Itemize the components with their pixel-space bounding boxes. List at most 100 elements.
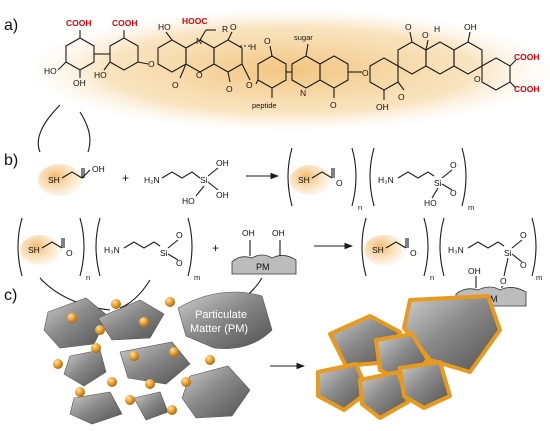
left-o-label: O <box>66 248 73 258</box>
sphere <box>205 355 215 365</box>
cooh-label-4: COOH <box>514 84 540 94</box>
bracket-close-3 <box>79 217 85 277</box>
bracket-close-4 <box>187 217 193 277</box>
pm-oh-2: OH <box>272 228 285 238</box>
sphere <box>181 377 191 387</box>
panel-label-c: c) <box>4 287 17 304</box>
connector-curve-1 <box>37 104 61 153</box>
cooh-label-3: COOH <box>514 52 540 62</box>
connector-curve-4 <box>119 279 151 309</box>
prod-si-label: Si <box>434 178 442 188</box>
prod-o-top: O <box>450 160 457 170</box>
h-label-2: H <box>434 24 440 34</box>
aggregation-illustration: Particulate Matter (PM) <box>39 277 502 425</box>
n-label: N <box>196 36 202 46</box>
ether-o-3: O <box>362 68 369 78</box>
ring-2 <box>109 37 139 71</box>
sub-n-2: n <box>86 273 90 282</box>
silanol-oh1: OH <box>216 158 229 168</box>
sphere <box>165 297 175 307</box>
o-label-6: O <box>422 30 429 40</box>
sphere <box>91 343 101 353</box>
sphere <box>169 347 179 357</box>
coated-particle-6 <box>398 360 452 410</box>
coated-particle-4 <box>316 362 370 412</box>
bracket-close-5 <box>423 217 429 277</box>
ether-o-1: O <box>148 59 155 69</box>
connector-curve-3 <box>39 277 111 311</box>
pm-particle-3 <box>177 291 273 349</box>
sphere <box>107 377 117 387</box>
ketone-o-3: O <box>226 84 233 94</box>
sugar-label: sugar <box>294 33 313 42</box>
sphere <box>75 387 85 397</box>
oh-label-4: HO <box>158 22 171 32</box>
humic-blob-4 <box>364 235 404 265</box>
plus-1: + <box>122 171 129 185</box>
left-o-bot: O <box>176 258 183 268</box>
pm-callout-line2: Matter (PM) <box>190 323 248 335</box>
right-o-label: O <box>410 248 417 258</box>
oh-label-2: OH <box>73 78 86 88</box>
prod-o-bot: O <box>450 188 457 198</box>
ring-12 <box>453 41 483 75</box>
ether-o-2: O <box>246 80 253 90</box>
n-label-2: N <box>300 88 306 98</box>
humic-spheres <box>53 297 215 415</box>
pm-surface-1 <box>231 254 297 275</box>
sub-m-3: m <box>536 273 542 282</box>
ketone-o-6: O <box>398 92 405 102</box>
pm-particle-2 <box>97 299 165 341</box>
sphere <box>145 379 155 389</box>
amine-label: H₂N <box>144 175 160 185</box>
left-n-label: H₃N <box>104 245 120 255</box>
ketone-o-5: O <box>405 22 412 32</box>
humic-blob-2 <box>290 165 330 195</box>
reaction-1: SH OH + H₂N Si OH OH HO SH O n H₃N Si O … <box>38 147 474 212</box>
humic-blob-1 <box>38 164 82 196</box>
bracket-open-3 <box>17 217 23 277</box>
humic-structure: COOH COOH HO OH HO O HO N O HOOC R O O O… <box>25 8 550 132</box>
oh-label-6: OH <box>464 22 477 32</box>
oh-label-7: OH <box>376 102 389 112</box>
prod-o-label: O <box>336 178 343 188</box>
plus-2: + <box>212 241 219 255</box>
coated-particle-5 <box>358 370 410 420</box>
sub-m-2: m <box>194 273 200 282</box>
left-si-label: Si <box>160 248 168 258</box>
pm-particle-8 <box>133 391 169 421</box>
o-ring-label: O <box>196 70 203 80</box>
bracket-close-6 <box>531 217 537 277</box>
right-o-link: O <box>500 276 507 286</box>
bracket-close-1 <box>351 147 357 207</box>
peptide-label: peptide <box>252 101 277 110</box>
oh-label-1: HO <box>44 66 57 76</box>
silanol-oh2: OH <box>216 190 229 200</box>
left-sh-label: SH <box>28 245 40 255</box>
right-o-top: O <box>520 230 527 240</box>
right-si-label: Si <box>504 248 512 258</box>
humic-blob-3 <box>20 235 60 265</box>
h-bond-label: H <box>250 42 256 52</box>
prod-ho-label: HO <box>424 198 437 208</box>
pm-callout-line1: Particulate <box>195 309 247 321</box>
oh-label-3: HO <box>94 70 107 80</box>
right-o-bot: O <box>520 260 527 270</box>
sphere <box>67 313 77 323</box>
pm-label-1: PM <box>256 262 270 272</box>
prod-sh-label: SH <box>298 175 310 185</box>
humic-glow <box>25 8 550 132</box>
coated-particle-1 <box>402 294 502 374</box>
sphere <box>167 405 177 415</box>
panel-label-b: b) <box>4 152 18 169</box>
sphere <box>139 317 149 327</box>
o-label-mid: O <box>264 36 271 46</box>
acid-oh-label: OH <box>92 164 105 174</box>
hooc-label: HOOC <box>182 16 208 26</box>
sphere <box>53 359 63 369</box>
sub-n-3: n <box>430 273 434 282</box>
sphere <box>129 351 139 361</box>
silanol-si-label: Si <box>200 175 208 185</box>
sphere <box>95 325 105 335</box>
